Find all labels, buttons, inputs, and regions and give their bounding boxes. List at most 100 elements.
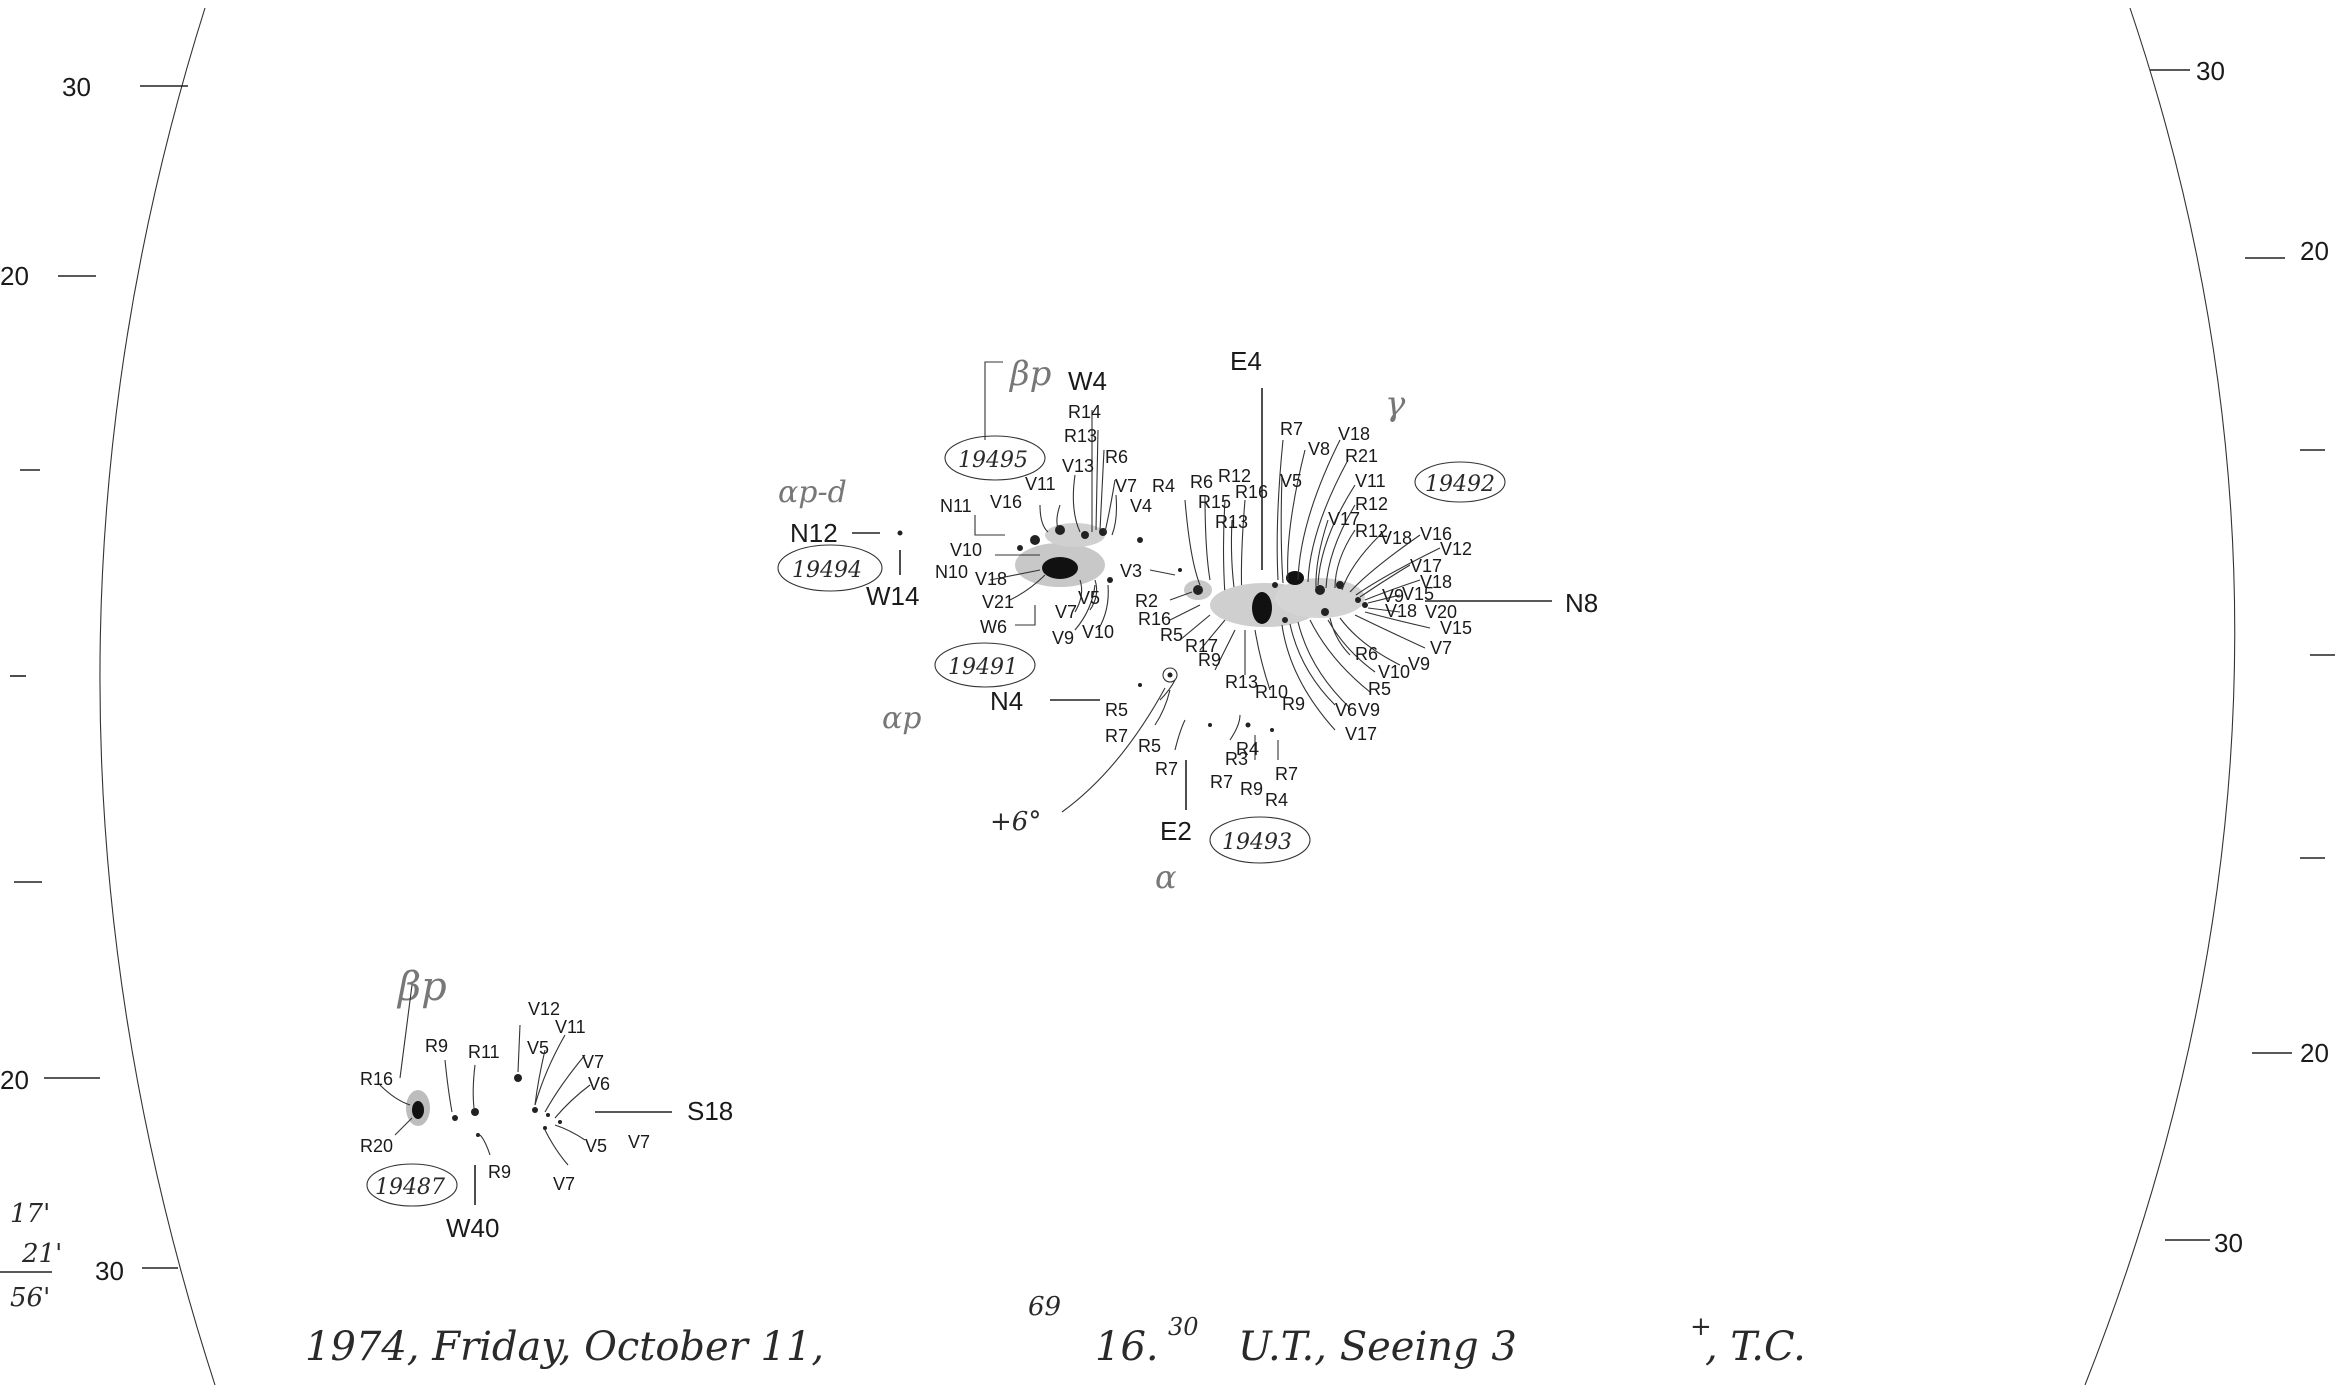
group-position: W14: [866, 581, 919, 611]
group-class: βp: [396, 964, 447, 1010]
spot-label: R9: [1282, 694, 1305, 714]
spot-label: R16: [1138, 609, 1171, 629]
spot-label: R5: [1105, 700, 1128, 720]
leader-line: [1289, 623, 1336, 706]
group-class: αp: [882, 701, 921, 736]
spot-label: V18: [1380, 528, 1412, 548]
left-tick-label-bottom: 30: [95, 1256, 124, 1286]
group-id-oval: [777, 544, 883, 592]
group-id-oval: [1414, 461, 1506, 503]
angle-arrow-line: [1061, 687, 1166, 813]
left-tick-label-top: 30: [62, 72, 91, 102]
leader-line: [1354, 614, 1426, 649]
spot-label: V6: [588, 1074, 610, 1094]
umbra-spot: [412, 1101, 424, 1119]
leader-line: [1276, 439, 1284, 581]
leader-line: [1297, 621, 1351, 709]
spot-label: V9: [1408, 654, 1430, 674]
group-id-oval: [1209, 816, 1311, 864]
spot-label: V7: [1055, 602, 1077, 622]
group-position: W40: [446, 1213, 499, 1243]
group-position: S18: [687, 1096, 733, 1126]
spot-label: V16: [1420, 524, 1452, 544]
spot-label: R6: [1105, 447, 1128, 467]
spot-label: V15: [1440, 618, 1472, 638]
leader-line: [1355, 547, 1441, 596]
spot-label: V17: [1328, 509, 1360, 529]
spot-label: R6: [1355, 644, 1378, 664]
spot-label: V17: [1410, 556, 1442, 576]
spot-label: R16: [1235, 482, 1268, 502]
spot: [1030, 535, 1040, 545]
spot-label: R12: [1355, 494, 1388, 514]
spot: [452, 1115, 458, 1121]
spot-label: V5: [527, 1038, 549, 1058]
spot-label: V7: [628, 1132, 650, 1152]
spot-label: R13: [1215, 512, 1248, 532]
leader-line: [1364, 579, 1421, 601]
spot: [1193, 585, 1203, 595]
spot-label: R7: [1105, 726, 1128, 746]
leader-line: [1015, 605, 1036, 626]
spot-label: R10: [1255, 682, 1288, 702]
spot-label: V3: [1120, 561, 1142, 581]
spot-label: V11: [1355, 471, 1386, 491]
group-position: W4: [1068, 366, 1107, 396]
time-mark-1: 17': [10, 1199, 50, 1229]
spot-label: R9: [1198, 650, 1221, 670]
spot-label: V6: [1335, 700, 1357, 720]
spot-label: R13: [1225, 672, 1258, 692]
right-tick-label-lower: 20: [2300, 1038, 2329, 1068]
spot: [1107, 577, 1113, 583]
leader-line: [444, 1059, 453, 1113]
spot: [514, 1074, 522, 1082]
leader-line: [1334, 529, 1356, 589]
spot: [1138, 683, 1142, 687]
right-tick-label-top: 30: [2196, 56, 2225, 86]
time-mark-2: 21': [21, 1239, 62, 1269]
leader-line: [1222, 499, 1226, 596]
spot: [1017, 545, 1023, 551]
spot-label: V18: [1338, 424, 1370, 444]
leader-line: [472, 1064, 476, 1109]
group-position: N12: [790, 518, 838, 548]
spot-label: R12: [1218, 466, 1251, 486]
spot-label: V20: [1425, 602, 1457, 622]
spot: [1355, 597, 1361, 603]
leader-line: [1169, 604, 1201, 621]
spot-label: V9: [1358, 700, 1380, 720]
spot: [1081, 531, 1089, 539]
spot-label: V13: [1062, 456, 1094, 476]
spot: [1321, 608, 1329, 616]
leader-line: [1280, 474, 1284, 584]
spot: [558, 1120, 562, 1124]
group-19487: βp 19487 S18 W40 R16 R9 R11 V12 V11 V5 V…: [360, 964, 733, 1243]
spot-label: V11: [555, 1017, 586, 1037]
spot-label: V8: [1308, 439, 1330, 459]
group-19495: 19495 βp W4 R14 R13 R6 V13 V7 V4 N11 V16…: [935, 354, 1152, 648]
leader-line: [554, 1124, 586, 1141]
leader-line: [1179, 614, 1211, 641]
spot: [543, 1126, 547, 1130]
leader-line: [1199, 619, 1226, 651]
leader-line: [1204, 494, 1211, 581]
left-tick-label-lower: 20: [0, 1065, 29, 1095]
group-class: γ: [1385, 384, 1406, 424]
leader-line: [517, 1024, 521, 1073]
spot-label: V12: [528, 999, 560, 1019]
spot-label: R5: [1368, 679, 1391, 699]
group-19492: 19492 γ E4 N8 R7 V8 V18 R21: [1210, 346, 1598, 744]
group-class: α: [1155, 858, 1177, 896]
group-id: 19493: [1222, 830, 1292, 855]
spot-label: V21: [982, 592, 1014, 612]
group-id: 19487: [375, 1175, 445, 1200]
caption: 1974, Friday, October 11, 69 16. 30 U.T.…: [305, 1292, 1806, 1370]
spot-label: R20: [360, 1136, 393, 1156]
group-id: 19494: [792, 558, 862, 583]
spot: [1208, 723, 1212, 727]
spot-label: R7: [1280, 419, 1303, 439]
spot-label: V18: [1420, 572, 1452, 592]
spot: [1270, 728, 1274, 732]
spot: [1178, 568, 1182, 572]
leader-line: [1009, 574, 1046, 601]
